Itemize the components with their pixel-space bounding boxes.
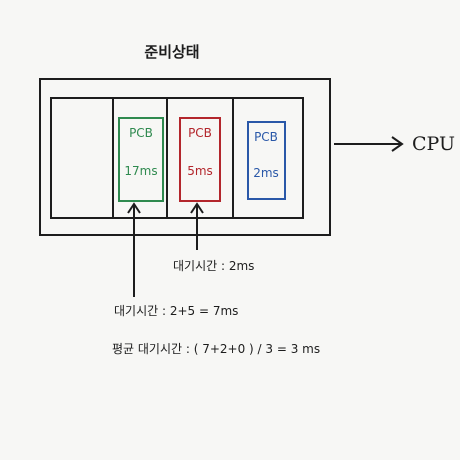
pcb-red: PCB 5ms: [179, 117, 221, 202]
queue-title: 준비상태: [144, 43, 199, 61]
pcb-green-label: PCB: [129, 126, 153, 140]
pcb-red-time: 5ms: [187, 164, 213, 178]
pcb-green-box: [118, 117, 164, 202]
pcb-blue-time: 2ms: [253, 166, 279, 180]
pcb-blue-box: [247, 121, 286, 200]
pcb-blue-label: PCB: [254, 130, 278, 144]
pcb-green: PCB 17ms: [118, 117, 164, 202]
ready-queue-outer-box: [39, 78, 331, 236]
arrow-to-cpu: [334, 136, 404, 152]
pcb-green-time: 17ms: [124, 164, 157, 178]
arrow-to-red-pcb: [190, 202, 204, 250]
pcb-red-box: [179, 117, 221, 202]
pcb-red-label: PCB: [188, 126, 212, 140]
pcb-blue: PCB 2ms: [247, 121, 286, 200]
wait-note-green: 대기시간 : 2+5 = 7ms: [114, 304, 238, 318]
average-wait-note: 평균 대기시간 : ( 7+2+0 ) / 3 = 3 ms: [112, 342, 320, 356]
cpu-label: CPU: [412, 133, 455, 155]
queue-inner-box: [50, 97, 304, 219]
wait-note-red: 대기시간 : 2ms: [173, 259, 254, 273]
arrow-to-green-pcb: [127, 202, 141, 297]
